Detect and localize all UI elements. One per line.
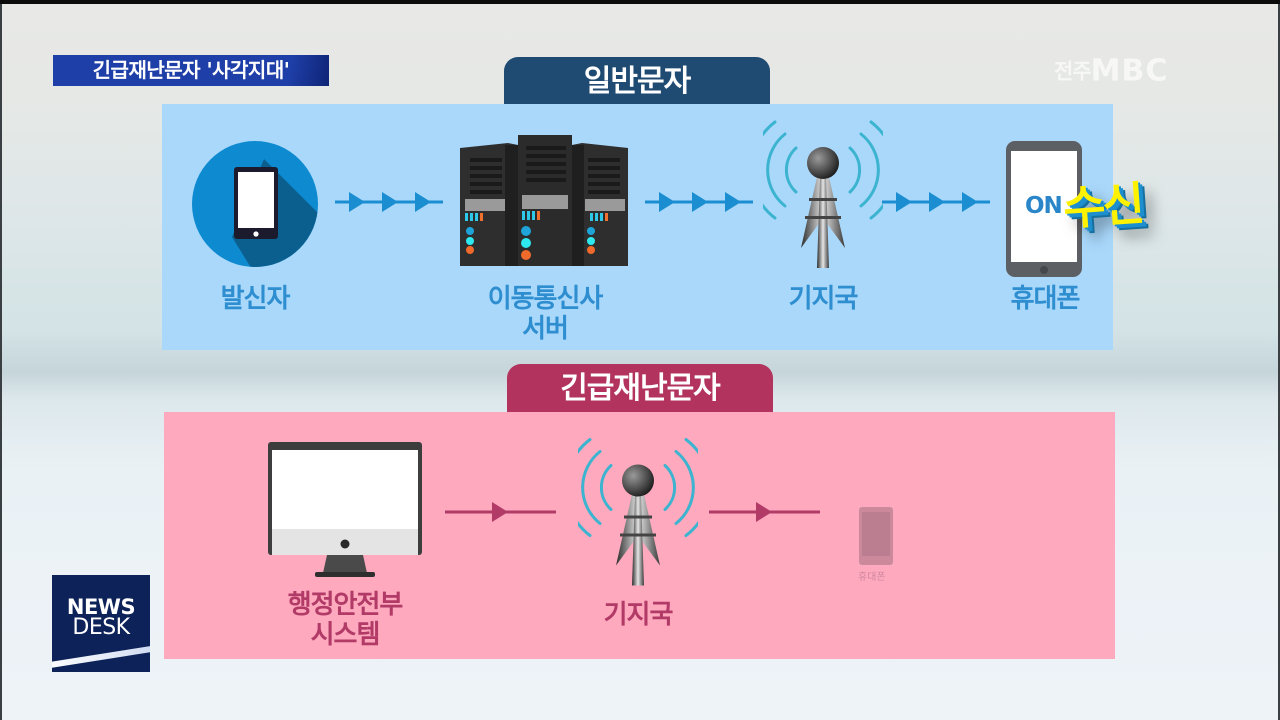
sender-label: 발신자 <box>220 284 291 314</box>
flow-arrow-tower-to-phone <box>882 192 990 212</box>
station-logo: 전주MBC <box>1054 52 1204 90</box>
faded-smartphone-icon <box>859 507 893 565</box>
smartphone-icon <box>1006 141 1082 277</box>
flow-arrow-server-to-tower <box>645 192 753 212</box>
normal-message-tab: 일반문자 <box>504 57 770 105</box>
cell-tower-icon-emergency <box>578 438 698 586</box>
station-logo-brand: MBC <box>1090 53 1169 89</box>
phone-label: 휴대폰 <box>1010 284 1081 314</box>
newsdesk-logo-line2: DESK <box>72 615 130 640</box>
server-rack-icon <box>460 135 628 266</box>
received-callout: 수신 <box>1061 176 1144 236</box>
station-logo-region: 전주 <box>1054 59 1092 84</box>
frame-edge-right <box>1278 4 1280 720</box>
base-station-label: 기지국 <box>788 284 859 314</box>
headline-caption: 긴급재난문자 '사각지대' <box>53 55 329 86</box>
flow-arrow-ministry-to-tower <box>445 502 556 522</box>
frame-edge-left <box>0 4 2 720</box>
carrier-server-label-line1: 이동통신사 <box>487 284 604 314</box>
ministry-system-label-line2: 시스템 <box>310 620 381 650</box>
carrier-server-label-line2: 서버 <box>522 314 569 344</box>
newsdesk-logo: NEWS DESK <box>52 575 150 672</box>
tablet-sender-icon <box>192 141 318 267</box>
phone-on-indicator: ON <box>1025 193 1063 219</box>
newsdesk-logo-line1: NEWS <box>66 595 136 619</box>
cell-tower-icon <box>763 120 883 268</box>
normal-message-panel <box>162 104 1113 350</box>
ministry-system-label-line1: 행정안전부 <box>287 590 404 620</box>
flow-arrow-sender-to-server <box>335 192 443 212</box>
emergency-message-tab: 긴급재난문자 <box>507 364 773 412</box>
flow-arrow-tower-to-phone-emergency <box>709 502 820 522</box>
faded-phone-label: 휴대폰 <box>858 572 886 583</box>
newsdesk-logo-swoosh <box>52 642 150 670</box>
desktop-monitor-icon <box>268 442 422 577</box>
base-station-label-emergency: 기지국 <box>603 600 674 630</box>
